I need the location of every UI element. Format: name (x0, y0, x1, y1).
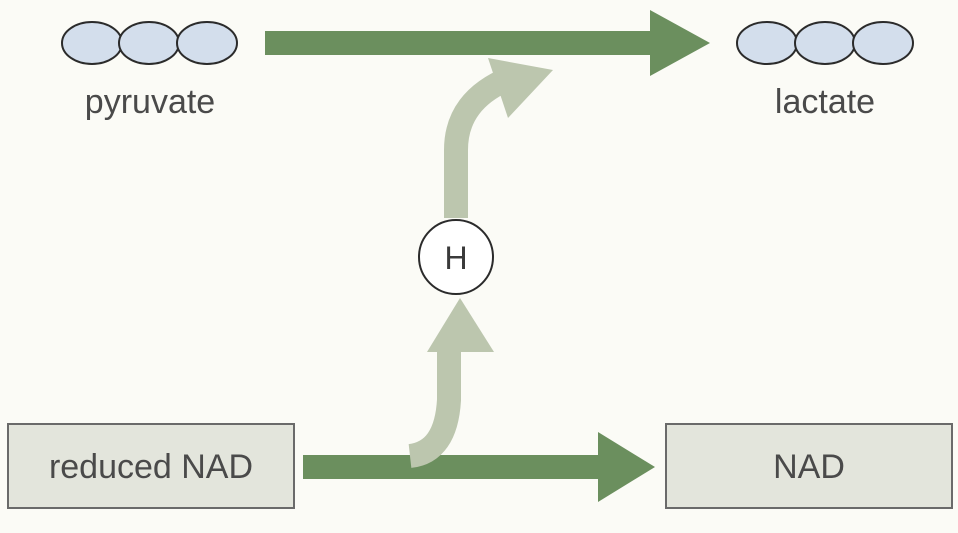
lactate-label: lactate (775, 83, 875, 121)
pyruvate-to-lactate-arrow (265, 10, 710, 76)
pyruvate-molecule (61, 21, 238, 65)
reduced-nad-to-nad-arrow (303, 432, 655, 502)
hydrogen-atom: H (418, 219, 494, 295)
lactate-molecule (736, 21, 914, 65)
hydrogen-label: H (444, 240, 467, 276)
hydrogen-transfer-arrow (407, 58, 553, 468)
pyruvate-label: pyruvate (85, 83, 215, 121)
reduced-nad-box: reduced NAD (7, 423, 295, 509)
nad-label: NAD (773, 448, 845, 486)
reduced-nad-label: reduced NAD (49, 448, 253, 486)
nad-box: NAD (665, 423, 953, 509)
